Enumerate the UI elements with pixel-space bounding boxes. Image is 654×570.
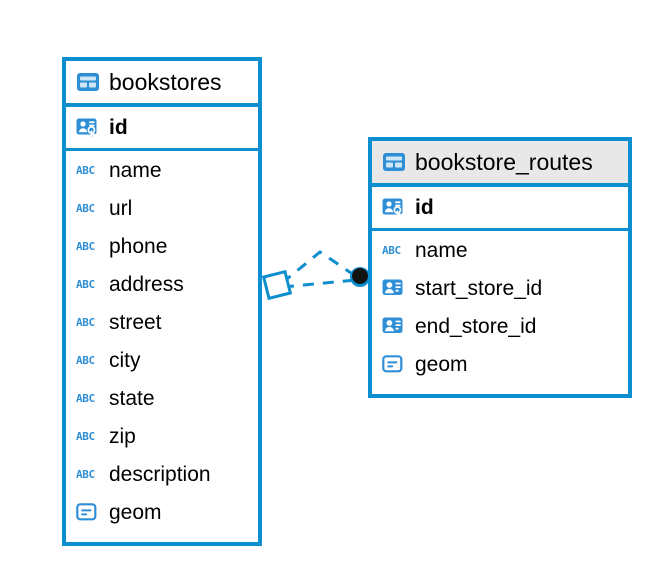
text-abc-icon: ABC xyxy=(76,274,100,294)
field-name: start_store_id xyxy=(415,276,543,300)
geometry-icon xyxy=(382,354,406,374)
table-icon xyxy=(76,72,100,92)
field-row-zip[interactable]: ABC zip xyxy=(66,417,258,455)
entity-table-bookstore-routes[interactable]: bookstore_routes id ABC xyxy=(368,137,632,398)
field-name: name xyxy=(109,158,162,182)
entity-table-bookstores[interactable]: bookstores id A xyxy=(62,57,262,546)
field-row-name[interactable]: ABC name xyxy=(372,231,628,269)
field-row-geom[interactable]: geom xyxy=(66,493,258,531)
field-name: street xyxy=(109,310,162,334)
field-row-address[interactable]: ABC address xyxy=(66,265,258,303)
text-abc-icon: ABC xyxy=(76,464,100,484)
geometry-icon xyxy=(76,502,100,522)
field-row-id[interactable]: id xyxy=(372,187,628,231)
field-row-description[interactable]: ABC description xyxy=(66,455,258,493)
text-abc-icon: ABC xyxy=(76,426,100,446)
field-name: id xyxy=(109,116,128,139)
svg-text:ABC: ABC xyxy=(76,278,95,291)
field-row-start-store-id[interactable]: start_store_id xyxy=(372,269,628,307)
text-abc-icon: ABC xyxy=(76,350,100,370)
primary-key-icon xyxy=(76,118,100,138)
entity-header[interactable]: bookstores xyxy=(66,61,258,107)
text-abc-icon: ABC xyxy=(76,160,100,180)
field-row-phone[interactable]: ABC phone xyxy=(66,227,258,265)
field-row-street[interactable]: ABC street xyxy=(66,303,258,341)
relationship-edge-lower xyxy=(282,278,357,289)
text-abc-icon: ABC xyxy=(382,240,406,260)
field-row-city[interactable]: ABC city xyxy=(66,341,258,379)
svg-text:ABC: ABC xyxy=(76,392,95,405)
svg-text:ABC: ABC xyxy=(76,240,95,253)
text-abc-icon: ABC xyxy=(76,198,100,218)
svg-text:ABC: ABC xyxy=(76,316,95,329)
field-row-state[interactable]: ABC state xyxy=(66,379,258,417)
field-row-end-store-id[interactable]: end_store_id xyxy=(372,307,628,345)
field-name: id xyxy=(415,196,434,219)
entity-title: bookstores xyxy=(109,68,222,95)
text-abc-icon: ABC xyxy=(76,312,100,332)
square-endpoint-icon xyxy=(261,269,293,301)
field-name: phone xyxy=(109,234,168,258)
field-name: name xyxy=(415,238,468,262)
field-name: zip xyxy=(109,424,136,448)
primary-key-icon xyxy=(382,198,406,218)
foreign-key-icon xyxy=(382,278,406,298)
svg-text:ABC: ABC xyxy=(76,430,95,443)
field-name: geom xyxy=(109,500,162,524)
field-row-url[interactable]: ABC url xyxy=(66,189,258,227)
svg-text:ABC: ABC xyxy=(76,354,95,367)
field-row-geom[interactable]: geom xyxy=(372,345,628,383)
text-abc-icon: ABC xyxy=(76,388,100,408)
table-icon xyxy=(382,152,406,172)
field-row-name[interactable]: ABC name xyxy=(66,151,258,189)
field-name: state xyxy=(109,386,155,410)
svg-text:ABC: ABC xyxy=(76,164,95,177)
text-abc-icon: ABC xyxy=(76,236,100,256)
field-name: geom xyxy=(415,352,468,376)
svg-text:ABC: ABC xyxy=(382,244,401,257)
field-name: url xyxy=(109,196,133,220)
entity-header[interactable]: bookstore_routes xyxy=(372,141,628,187)
entity-title: bookstore_routes xyxy=(415,148,593,175)
svg-text:ABC: ABC xyxy=(76,468,95,481)
field-name: address xyxy=(109,272,184,296)
filled-circle-endpoint-icon xyxy=(350,267,370,287)
foreign-key-icon xyxy=(382,316,406,336)
field-name: city xyxy=(109,348,141,372)
relationship-edge-upper xyxy=(281,250,358,285)
field-name: end_store_id xyxy=(415,314,537,338)
svg-text:ABC: ABC xyxy=(76,202,95,215)
field-name: description xyxy=(109,462,211,486)
field-row-id[interactable]: id xyxy=(66,107,258,151)
